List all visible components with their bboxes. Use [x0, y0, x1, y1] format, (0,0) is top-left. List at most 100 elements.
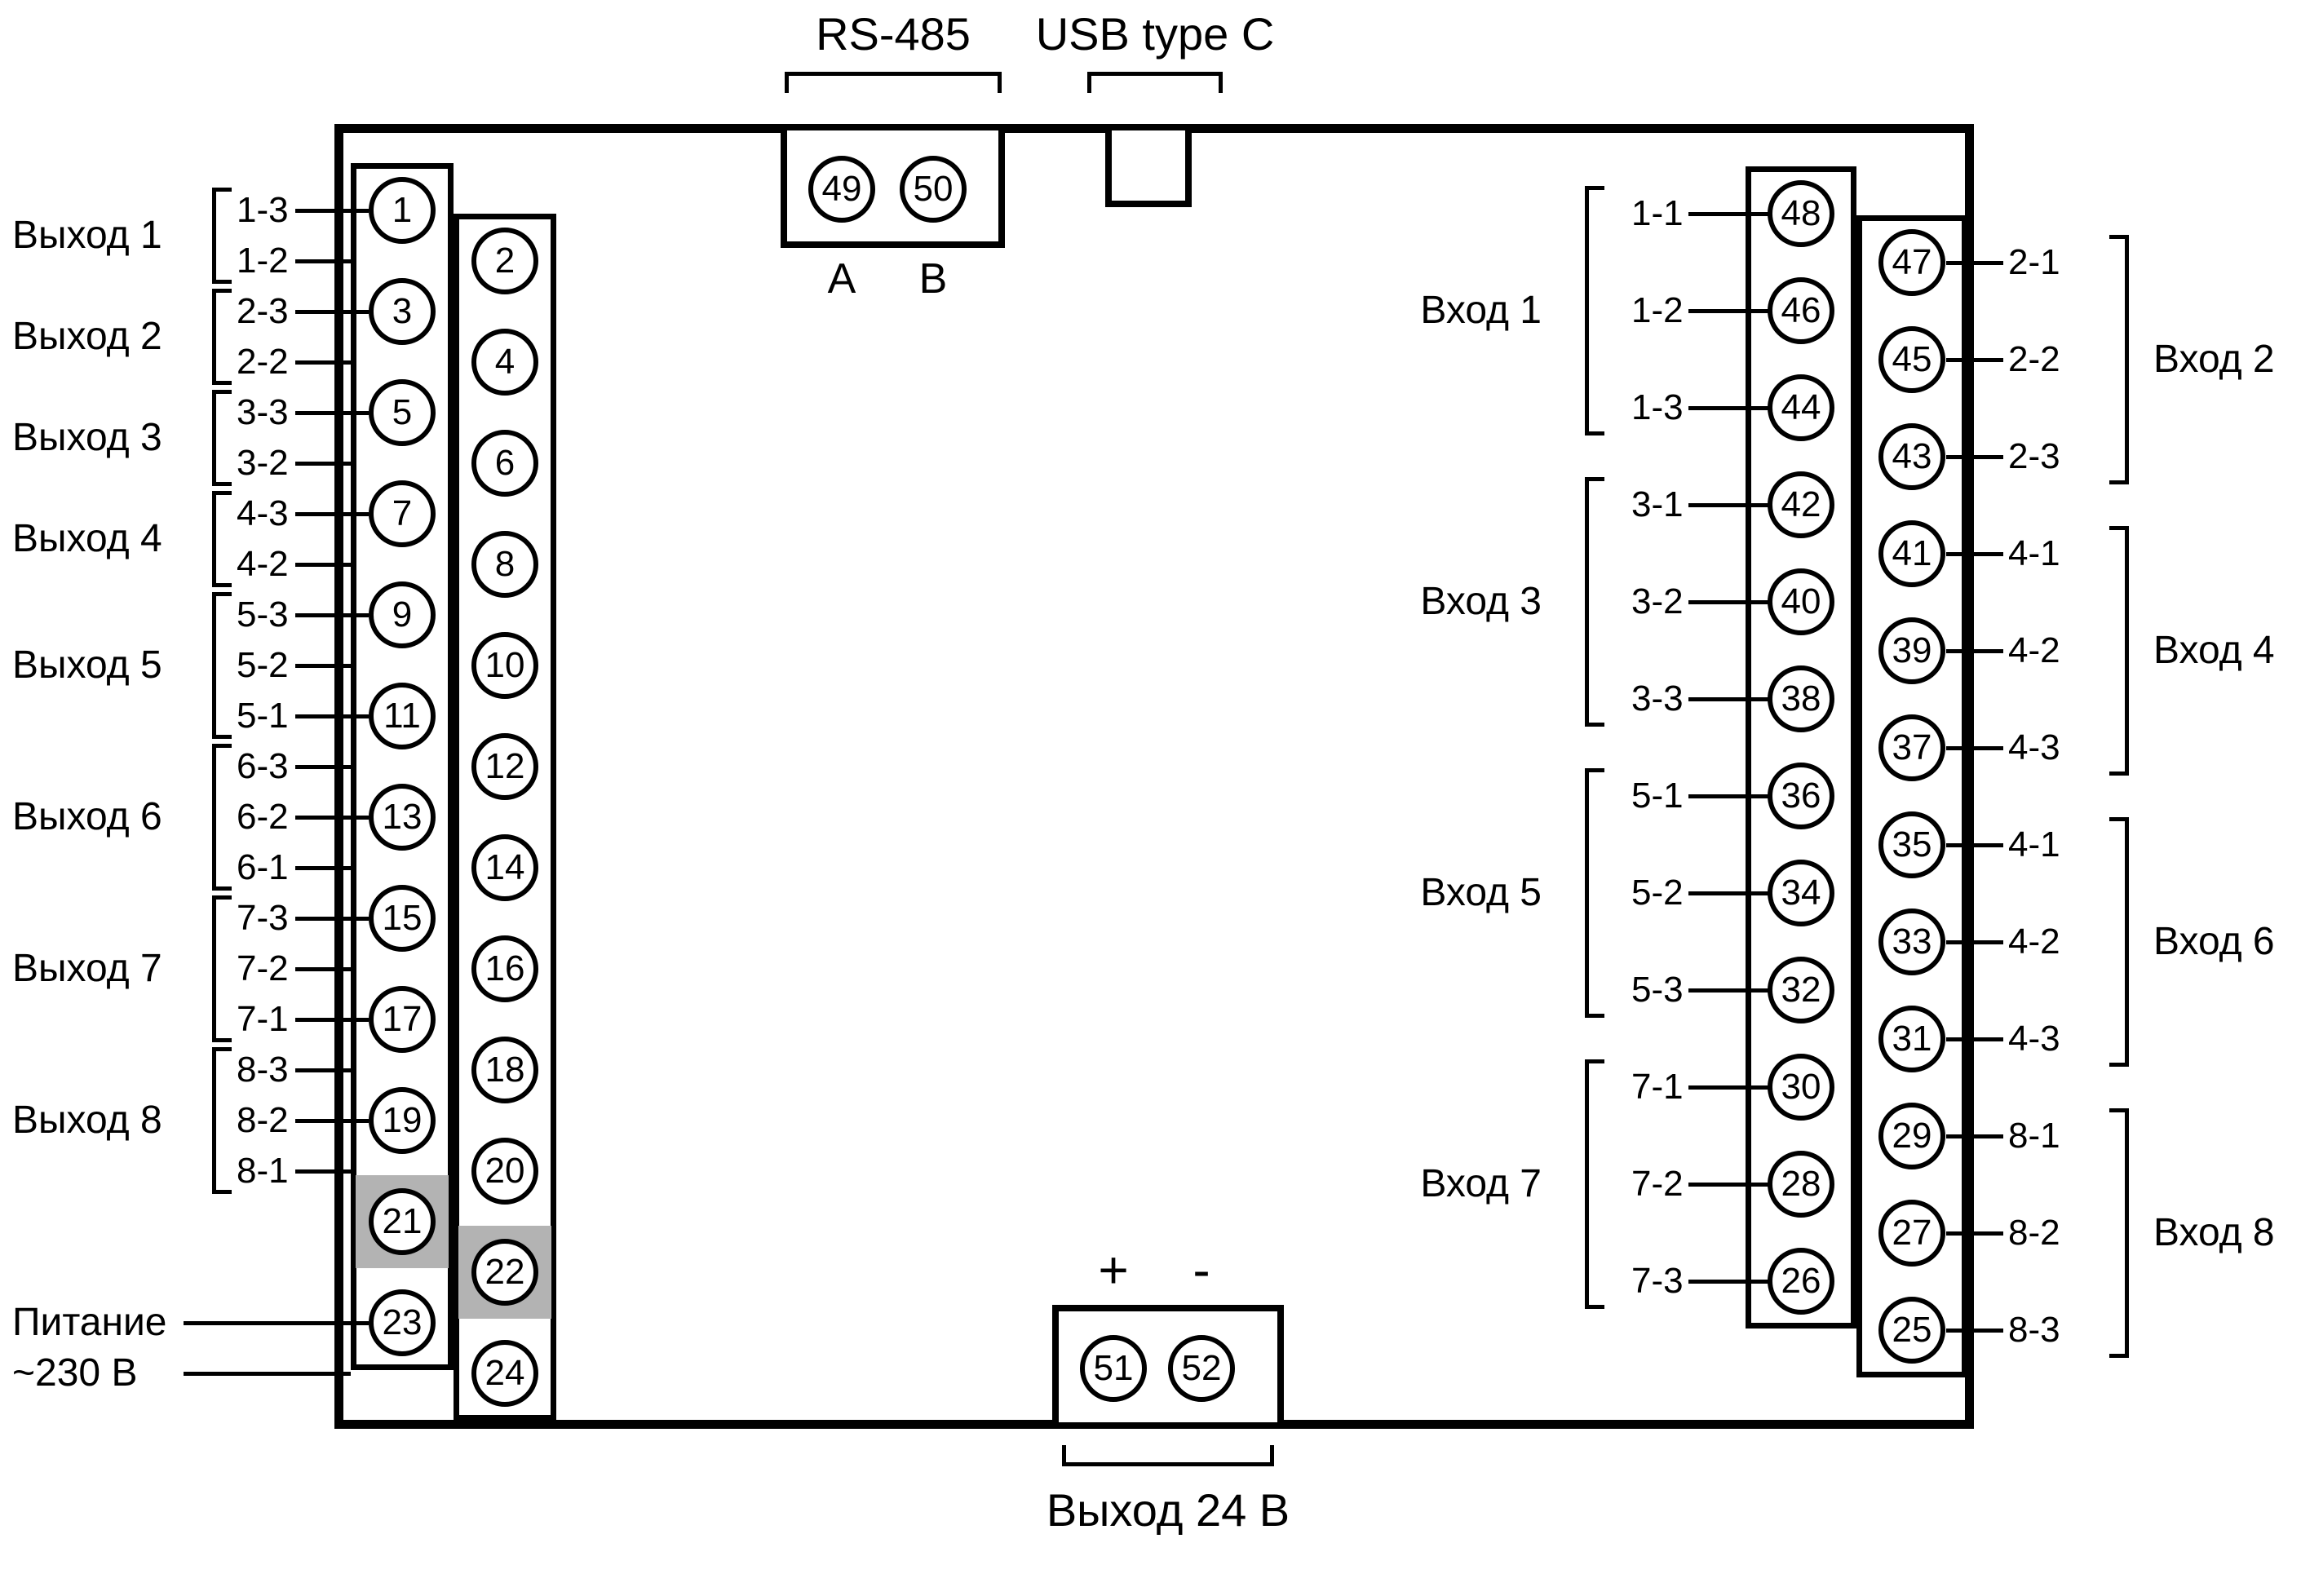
- pin-label: 5-1: [237, 696, 289, 736]
- pin-label: 6-3: [237, 746, 289, 786]
- terminal-34: 34: [1768, 860, 1834, 926]
- pin-label: 5-3: [1631, 970, 1684, 1010]
- pin-leader-line: [1688, 212, 1768, 216]
- pin-leader-line: [1946, 358, 2003, 362]
- pin-leader-line: [295, 765, 351, 769]
- terminal-44: 44: [1768, 374, 1834, 441]
- terminal-18: 18: [471, 1037, 538, 1103]
- terminal-23: 23: [369, 1289, 436, 1356]
- plus-sign: +: [1098, 1240, 1129, 1299]
- pin-leader-line: [295, 411, 369, 415]
- terminal-36: 36: [1768, 763, 1834, 829]
- terminal-22: 22: [471, 1239, 538, 1306]
- pin-leader-line: [1946, 746, 2003, 750]
- terminal-51: 51: [1080, 1335, 1147, 1402]
- output-group-label: Выход 2: [12, 315, 162, 358]
- pin-label: 4-1: [2008, 825, 2060, 864]
- pin-label: 4-2: [2008, 922, 2060, 962]
- input-group-bracket: [2109, 526, 2129, 776]
- pin-label: 3-3: [237, 392, 289, 432]
- input-group-label: Вход 7: [1420, 1162, 1542, 1205]
- terminal-31: 31: [1878, 1006, 1945, 1072]
- terminal-3: 3: [369, 278, 436, 345]
- pin-leader-line: [1946, 1037, 2003, 1041]
- output-group-bracket: [212, 744, 232, 891]
- terminal-43: 43: [1878, 423, 1945, 490]
- terminal-40: 40: [1768, 568, 1834, 635]
- input-group-bracket: [1585, 186, 1604, 435]
- pin-label: 6-1: [237, 847, 289, 887]
- right-terminal-column-inner: [1746, 166, 1856, 1329]
- pin-leader-line: [295, 917, 369, 921]
- output-group-bracket: [212, 491, 232, 587]
- pin-leader-line: [1688, 1085, 1768, 1090]
- terminal-47: 47: [1878, 229, 1945, 296]
- output-group-label: Выход 5: [12, 643, 162, 687]
- pin-leader-line: [1688, 697, 1768, 701]
- pin-leader-line: [1946, 649, 2003, 653]
- left-terminal-column-outer: [351, 163, 454, 1370]
- input-group-label: Вход 3: [1420, 580, 1542, 623]
- pin-leader-line: [295, 1068, 351, 1072]
- output-group-bracket: [212, 592, 232, 739]
- pin-leader-line: [1688, 891, 1768, 895]
- output-group-label: Выход 4: [12, 517, 162, 560]
- pin-leader-line: [295, 310, 369, 314]
- pin-label: 1-2: [237, 241, 289, 281]
- terminal-48: 48: [1768, 180, 1834, 247]
- terminal-1: 1: [369, 177, 436, 244]
- pin-leader-line: [1688, 309, 1768, 313]
- pin-label: 2-1: [2008, 242, 2060, 282]
- left-terminal-column-inner: [454, 214, 556, 1421]
- terminal-15: 15: [369, 885, 436, 952]
- pin-leader-line: [1688, 794, 1768, 798]
- power-label-line1: Питание: [12, 1301, 167, 1344]
- pin-leader-line: [1946, 1134, 2003, 1138]
- pin-label: 7-3: [237, 898, 289, 938]
- pin-label: 6-2: [237, 797, 289, 837]
- output-group-label: Выход 7: [12, 947, 162, 990]
- pin-leader-line: [1946, 261, 2003, 265]
- pin-leader-line: [295, 613, 369, 617]
- terminal-42: 42: [1768, 471, 1834, 538]
- output-group-bracket: [212, 289, 232, 385]
- pin-label: 7-2: [1631, 1164, 1684, 1204]
- pin-leader-line: [1946, 455, 2003, 459]
- pin-leader-line: [295, 866, 351, 870]
- usb-label: USB type C: [1035, 8, 1275, 60]
- pin-leader-line: [295, 664, 351, 668]
- input-group-label: Вход 5: [1420, 871, 1542, 914]
- pin-leader-line: [295, 259, 351, 263]
- input-group-bracket: [1585, 768, 1604, 1018]
- output-group-label: Выход 6: [12, 795, 162, 838]
- pin-label: 2-3: [2008, 436, 2060, 476]
- terminal-16: 16: [471, 935, 538, 1002]
- power-label-line2: ~230 В: [12, 1351, 138, 1395]
- terminal-13: 13: [369, 784, 436, 851]
- terminal-24: 24: [471, 1340, 538, 1407]
- pin-label: 7-3: [1631, 1261, 1684, 1301]
- input-group-label: Вход 1: [1420, 289, 1542, 332]
- pin-leader-line: [295, 360, 351, 365]
- terminal-46: 46: [1768, 277, 1834, 344]
- pin-label: 4-2: [237, 544, 289, 584]
- terminal-17: 17: [369, 986, 436, 1053]
- pin-label: 8-2: [2008, 1213, 2060, 1253]
- output-group-bracket: [212, 390, 232, 486]
- terminal-4: 4: [471, 329, 538, 396]
- pin-label: 4-3: [2008, 727, 2060, 767]
- pin-leader-line: [1946, 843, 2003, 847]
- output-group-label: Выход 1: [12, 214, 162, 257]
- output-group-bracket: [212, 895, 232, 1042]
- device-outline: [334, 124, 1974, 1429]
- pin-label: 4-1: [2008, 533, 2060, 573]
- terminal-10: 10: [471, 632, 538, 699]
- rs485-label: RS-485: [816, 8, 971, 60]
- pin-leader-line: [1946, 1329, 2003, 1333]
- pin-leader-line: [1688, 988, 1768, 993]
- pin-label: 3-1: [1631, 484, 1684, 524]
- pin-label: 3-2: [237, 443, 289, 483]
- pin-label: 4-2: [2008, 630, 2060, 670]
- terminal-6: 6: [471, 430, 538, 497]
